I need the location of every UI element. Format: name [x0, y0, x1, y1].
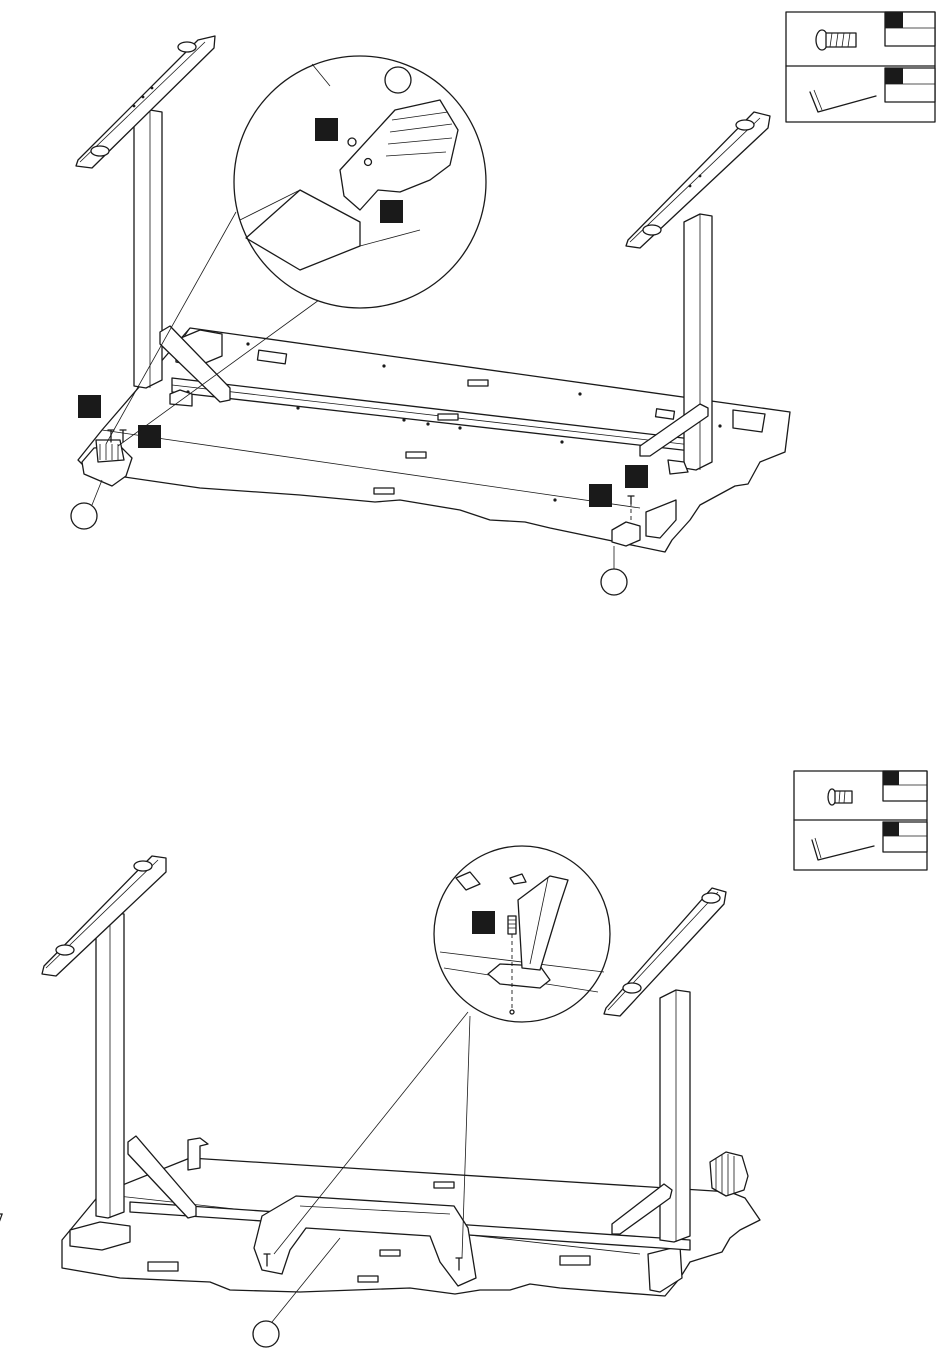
step-b-illustration	[0, 771, 927, 1347]
step-a-illustration	[71, 12, 935, 595]
block-b-right	[648, 1246, 682, 1292]
callout-circle	[601, 569, 627, 595]
callout-circle-b	[253, 1321, 279, 1347]
mount-plate-b	[358, 1276, 378, 1282]
callout-circle	[71, 503, 97, 529]
part-label-square	[625, 465, 648, 488]
bracket-slots	[0, 1204, 2, 1230]
screw-icon	[828, 789, 852, 805]
side-knob	[710, 1152, 748, 1196]
part-label-square	[78, 395, 101, 418]
panel-cutout-b2	[560, 1256, 590, 1265]
parts-legend-a	[786, 12, 935, 122]
callout-circle	[385, 67, 411, 93]
mount-plate-b	[380, 1250, 400, 1256]
rail-clip-left	[170, 390, 192, 406]
panel-cutout-b	[148, 1262, 178, 1271]
block-right-2	[733, 410, 765, 432]
mount-plate-b	[434, 1182, 454, 1188]
part-label-square	[138, 425, 161, 448]
part-label-square	[589, 484, 612, 507]
parts-legend-b	[794, 771, 927, 870]
panel-cutout-2	[656, 409, 675, 419]
screw-icon	[816, 30, 856, 50]
